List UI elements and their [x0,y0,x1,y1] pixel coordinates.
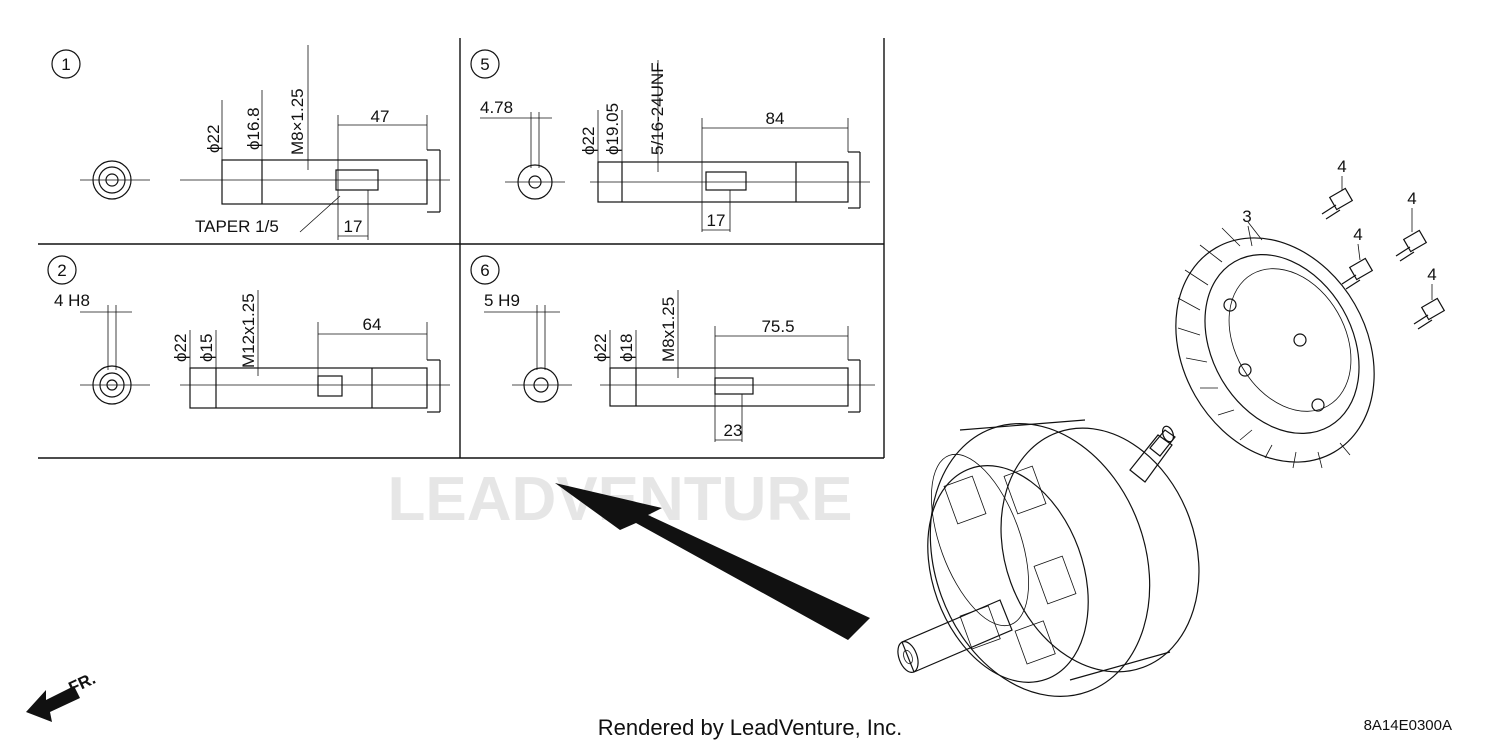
dim-thread-m12: M12x1.25 [239,293,258,368]
dim-flat-4-78: 4.78 [480,98,513,117]
shaft-end-view [484,305,572,403]
pointer-arrow [555,483,870,640]
footer-credit: Rendered by LeadVenture, Inc. [597,715,903,740]
callout-bolt: 4 [1337,157,1346,176]
callout-bolt: 4 [1407,189,1416,208]
bolt-icon [1395,229,1428,262]
panel-2: 2 4 H8 ϕ22 ϕ15 M1 [47,255,450,413]
dim-thread-5-16: 5/16-24UNF [648,62,667,155]
front-shaft [897,599,1013,673]
diagram-code: 8A14E0300A [1363,717,1452,734]
panel-6: 6 5 H9 ϕ22 ϕ18 M8 [470,255,875,442]
panel-number-circle [51,49,81,79]
taper-note: TAPER 1/5 [195,217,279,236]
callout-bolt: 4 [1427,265,1436,284]
shaft-end-view [480,112,565,200]
dim-length-84: 84 [766,109,785,128]
panel-number-circle [470,255,500,285]
panel-number: 6 [480,261,489,280]
panel-number: 1 [61,55,70,74]
flywheel-assembly [897,419,1200,697]
dim-diameter-22: ϕ22 [579,127,598,155]
panel-number: 5 [480,55,489,74]
dim-diameter-15: ϕ15 [197,334,216,362]
fan-fins [1177,221,1351,469]
shaft-side-view [590,60,870,232]
dim-thread-m8: M8×1.25 [288,88,307,155]
bolt-icon [1413,297,1446,330]
bolts [1321,187,1446,330]
dim-length-17: 17 [707,211,726,230]
dim-diameter-22: ϕ22 [171,334,190,362]
panel-number-circle [470,49,500,79]
shaft-side-view [180,290,450,413]
callout-bolt: 4 [1353,225,1362,244]
dim-length-23: 23 [724,421,743,440]
panel-number-circle [47,255,77,285]
callout-flywheel: 3 [1242,207,1251,226]
dim-length-64: 64 [363,315,382,334]
dim-thread-m8: M8x1.25 [659,297,678,362]
shaft-side-view [600,290,875,442]
dim-diameter-22: ϕ22 [591,334,610,362]
panel-5: 5 4.78 ϕ22 ϕ19 [470,49,870,232]
bolt-icon [1341,257,1374,290]
panel-1: 1 ϕ22 ϕ16.8 [51,45,450,240]
panel-number: 2 [57,261,66,280]
shaft-end-view [80,305,150,405]
dim-keyway-5h9: 5 H9 [484,291,520,310]
panel-frame [38,38,885,459]
dim-diameter-16-8: ϕ16.8 [244,107,263,150]
dim-diameter-22: ϕ22 [204,125,223,153]
bolt-icon [1321,187,1354,220]
shaft-end-view [80,160,150,200]
dim-diameter-19-05: ϕ19.05 [603,103,622,155]
dim-diameter-18: ϕ18 [617,334,636,362]
inner-magnets [943,465,1077,665]
shaft-side-view [180,45,450,240]
dim-length-17: 17 [344,217,363,236]
cooling-fan [1175,221,1375,469]
dim-length-75-5: 75.5 [761,317,794,336]
rear-shaft [1129,425,1176,483]
dim-keyway-4h8: 4 H8 [54,291,90,310]
dim-length-47: 47 [371,107,390,126]
